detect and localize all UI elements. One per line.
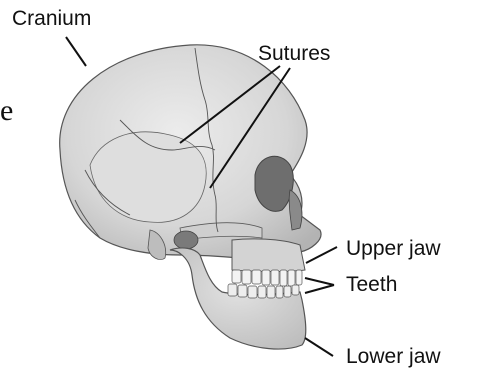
upper-jaw-label: Upper jaw <box>346 238 441 259</box>
teeth-label: Teeth <box>346 274 397 295</box>
lower-jaw-label: Lower jaw <box>346 346 441 367</box>
lower-jaw-leader <box>305 338 333 356</box>
cranium-label: Cranium <box>12 8 91 29</box>
lower-teeth <box>228 284 299 298</box>
upper-jaw-leader <box>306 247 337 263</box>
sutures-label: Sutures <box>258 43 330 64</box>
maxilla-shape <box>232 239 305 272</box>
eye-socket <box>255 156 293 211</box>
teeth-leader-2 <box>305 285 334 293</box>
cranium-leader <box>66 37 86 66</box>
cut-off-text: e <box>0 96 13 126</box>
teeth-leader-1 <box>305 278 334 285</box>
upper-teeth <box>232 270 302 286</box>
ear-opening <box>174 231 198 249</box>
